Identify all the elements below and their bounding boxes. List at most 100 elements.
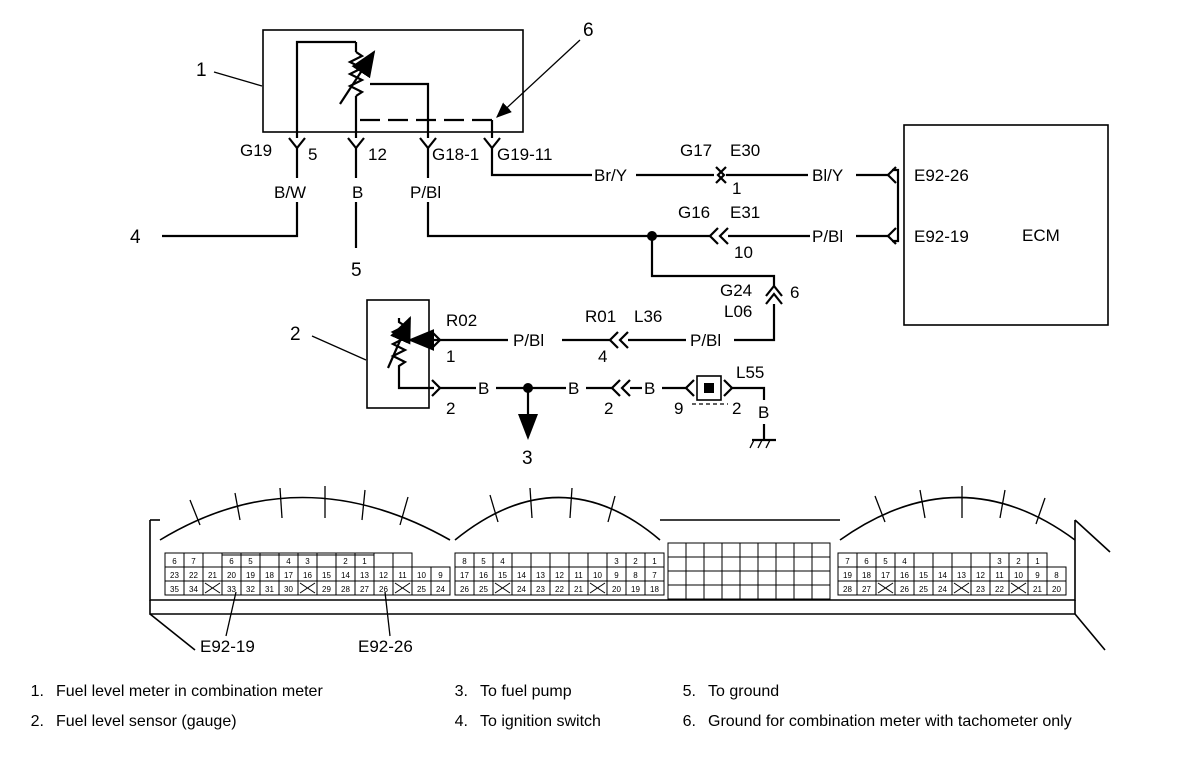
left-top-extra-pin-label: 6 — [229, 557, 234, 566]
fuel-pump-arrow — [518, 414, 538, 440]
middle-block-cell — [587, 552, 608, 568]
middle-block-pin-label: 10 — [593, 571, 602, 580]
middle-block-blank-mark — [494, 582, 511, 594]
left-top-extra-cell — [354, 554, 375, 568]
callout-2-leader — [311, 335, 367, 361]
middle-block-cell — [568, 552, 589, 568]
left-block-pin-label: 29 — [322, 585, 331, 594]
middle-empty-cavity — [739, 570, 759, 586]
pin-r01-2: 2 — [604, 399, 613, 418]
left-top-extra-pin-label: 3 — [305, 557, 310, 566]
middle-block-pin-label: 14 — [517, 571, 526, 580]
middle-empty-cavity — [775, 542, 795, 558]
left-block-pin-label: 24 — [436, 585, 445, 594]
middle-empty-cavity — [757, 584, 777, 600]
wire-pbl-sensor: P/Bl — [513, 331, 544, 350]
middle-empty-cavity — [721, 584, 741, 600]
pin-r02-1: 1 — [446, 347, 455, 366]
left-block-cell — [430, 580, 451, 596]
left-block-pin-label: 23 — [170, 571, 179, 580]
wire-b-sensor: B — [478, 379, 489, 398]
left-block-pin-label: 15 — [322, 571, 331, 580]
middle-block-pin-label: 4 — [500, 557, 505, 566]
connector-r01: R01 — [585, 307, 616, 326]
middle-empty-cavity — [793, 584, 813, 600]
middle-block-cell — [644, 580, 665, 596]
callout-1: 1 — [196, 60, 263, 87]
middle-block-pin-label: 13 — [536, 571, 545, 580]
right-block-pin-label: 7 — [845, 557, 850, 566]
middle-empty-cavity — [739, 542, 759, 558]
connector-g24: G24 — [720, 281, 752, 300]
middle-empty-cavity — [667, 584, 687, 600]
right-block-pin-label: 16 — [900, 571, 909, 580]
left-top-extra-cell — [316, 554, 337, 568]
middle-empty-cavity — [811, 570, 831, 586]
left-block-pin-label: 12 — [379, 571, 388, 580]
middle-block-pin-label: 19 — [631, 585, 640, 594]
callout-2: 2 — [290, 324, 301, 345]
connector-l55-symbol — [684, 375, 734, 405]
right-block-pin-label: 27 — [862, 585, 871, 594]
wire-pbl-meter: P/Bl — [410, 183, 441, 202]
left-block-pin-label: 28 — [341, 585, 350, 594]
left-block-pin-label: 10 — [417, 571, 426, 580]
wire-bly: Bl/Y — [812, 166, 843, 185]
wire-b-mid: B — [568, 379, 579, 398]
middle-empty-cavity — [793, 542, 813, 558]
legend-item-1: 1.Fuel level meter in combination meter — [30, 683, 323, 700]
right-block-pin-label: 4 — [902, 557, 907, 566]
middle-block-pin-label: 7 — [652, 571, 657, 580]
pin-5: 5 — [308, 145, 317, 164]
left-block-pin-label: 27 — [360, 585, 369, 594]
pin-e30-1: 1 — [732, 179, 741, 198]
right-block-pin-label: 26 — [900, 585, 909, 594]
middle-empty-cavity — [667, 542, 687, 558]
left-block-pin-label: 7 — [191, 557, 196, 566]
wire-b-ground: B — [758, 403, 769, 422]
ecm-label: ECM — [1022, 226, 1060, 245]
right-block-pin-label: 14 — [938, 571, 947, 580]
right-block-pin-label: 22 — [995, 585, 1004, 594]
left-block-pin-label: 17 — [284, 571, 293, 580]
wire-b-meter: B — [352, 183, 363, 202]
callout-4: 4 — [130, 227, 141, 248]
left-block-blank-mark — [204, 582, 221, 594]
connector-g16: G16 — [678, 203, 710, 222]
middle-block-pin-label: 24 — [517, 585, 526, 594]
middle-empty-cavity — [685, 584, 705, 600]
connector-g19: G19 — [240, 141, 272, 160]
left-block-pin-label: 30 — [284, 585, 293, 594]
combination-meter — [262, 29, 524, 150]
pointer-line-e92-26 — [384, 591, 391, 637]
left-block-cell — [202, 552, 223, 568]
pin-l55-9: 9 — [674, 399, 683, 418]
left-block-pin-label: 21 — [208, 571, 217, 580]
middle-empty-cavity — [775, 570, 795, 586]
middle-empty-cavity — [685, 542, 705, 558]
right-block-pin-label: 5 — [883, 557, 888, 566]
left-top-extra-pin-label: 1 — [362, 557, 367, 566]
left-block-pin-label: 31 — [265, 585, 274, 594]
svg-text:1: 1 — [196, 60, 207, 81]
left-top-extra-pin-label: 2 — [343, 557, 348, 566]
middle-block-pin-label: 11 — [574, 571, 583, 580]
pin-g24-6: 6 — [790, 283, 799, 302]
middle-empty-cavity — [739, 556, 759, 572]
legend-item-4: 4.To ignition switch — [454, 713, 601, 730]
right-block-pin-label: 20 — [1052, 585, 1061, 594]
middle-empty-cavity — [793, 556, 813, 572]
middle-empty-cavity — [757, 542, 777, 558]
left-top-extra-pin-label: 4 — [286, 557, 291, 566]
middle-empty-cavity — [721, 570, 741, 586]
left-block-pin-label: 16 — [303, 571, 312, 580]
legend-item-3: 3.To fuel pump — [454, 683, 572, 700]
middle-block-pin-label: 2 — [633, 557, 638, 566]
middle-empty-cavity — [667, 570, 687, 586]
middle-empty-cavity — [667, 556, 687, 572]
right-block-pin-label: 15 — [919, 571, 928, 580]
callout-6: 6 — [496, 20, 594, 118]
right-block-pin-label: 9 — [1035, 571, 1040, 580]
connector-e92-19: E92-19 — [914, 227, 969, 246]
left-block-cell — [373, 552, 394, 568]
